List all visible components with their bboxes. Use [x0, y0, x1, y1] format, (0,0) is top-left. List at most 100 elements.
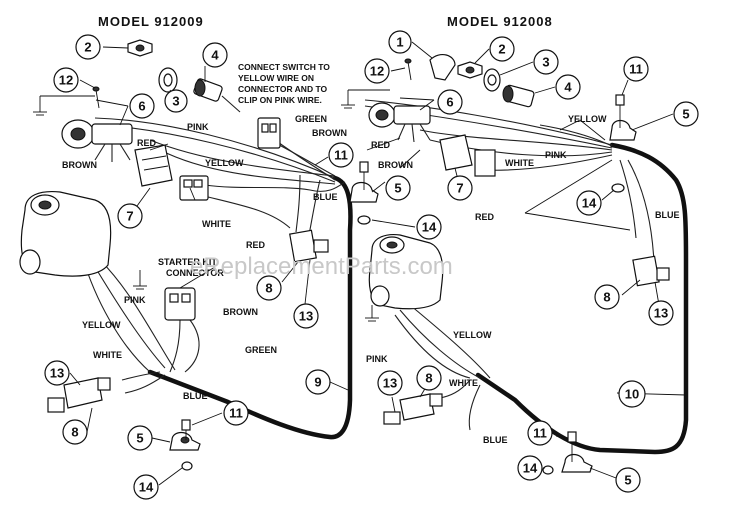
callout-5-left: 5: [127, 425, 153, 451]
switch-left: [193, 78, 241, 113]
callout-9: 9: [305, 369, 331, 395]
svg-text:10: 10: [625, 387, 639, 402]
callout-5-right-bottom: 5: [615, 467, 641, 493]
wire-label-white-left-bottom: WHITE: [93, 350, 122, 360]
note-line-2: YELLOW WIRE ON: [238, 73, 314, 83]
clamp-mid-right: [349, 161, 379, 225]
callout-14-left: 14: [133, 474, 159, 500]
callout-4-left: 4: [202, 42, 228, 68]
wire-label-blue-right-top: BLUE: [655, 210, 680, 220]
right-wires: [364, 99, 655, 431]
ground-symbol-right: [341, 89, 390, 109]
svg-text:11: 11: [533, 426, 547, 441]
wire-label-white-right-top: WHITE: [505, 158, 534, 168]
wire-label-blue-left-bottom: BLUE: [183, 391, 208, 401]
svg-text:13: 13: [50, 366, 64, 381]
svg-text:12: 12: [59, 73, 73, 88]
callout-13-right-top: 13: [648, 300, 674, 326]
svg-text:2: 2: [84, 40, 91, 55]
screw-right: [404, 58, 412, 81]
note-line-1: CONNECT SWITCH TO: [238, 62, 330, 72]
callout-8-right-top: 8: [594, 284, 620, 310]
callout-11-left-bottom: 11: [223, 400, 249, 426]
ground-symbol-left: [33, 95, 95, 116]
switch-right: [502, 84, 535, 108]
key-clip-right: [429, 53, 456, 81]
wire-label-yellow-left-top: YELLOW: [205, 158, 244, 168]
wire-label-green-left: GREEN: [295, 114, 327, 124]
wire-label-pink-left: PINK: [187, 122, 209, 132]
wire-label-yellow-right-top: YELLOW: [568, 114, 607, 124]
wire-label-brown-left-top: BROWN: [312, 128, 347, 138]
wire-label-blue-left-top: BLUE: [313, 192, 338, 202]
wire-label-green-left-bottom: GREEN: [245, 345, 277, 355]
connector-upper-left: [257, 117, 281, 149]
callout-13-left-bottom: 13: [44, 360, 70, 386]
wire-label-pink-right-bottom: PINK: [366, 354, 388, 364]
callout-10: 10: [618, 380, 646, 408]
wire-label-pink-left-bottom: PINK: [124, 295, 146, 305]
callout-12-left: 12: [53, 67, 79, 93]
starter-motor-left: [19, 190, 147, 290]
svg-text:8: 8: [603, 290, 610, 305]
callout-8-left-top: 8: [256, 275, 282, 301]
connector-middle-left: [179, 175, 209, 201]
clamp-upper-right: [609, 94, 637, 141]
svg-text:1: 1: [396, 35, 403, 50]
callout-11-left: 11: [328, 142, 354, 168]
svg-text:14: 14: [523, 461, 538, 476]
watermark: eReplacementParts.com: [190, 253, 453, 280]
wire-label-red-right: RED: [475, 212, 495, 222]
screw-left: [92, 86, 100, 109]
svg-text:6: 6: [138, 99, 145, 114]
washer-left: [158, 67, 178, 93]
callout-11-right: 11: [623, 56, 649, 82]
svg-text:11: 11: [629, 62, 643, 77]
svg-text:8: 8: [425, 371, 432, 386]
svg-text:8: 8: [265, 281, 272, 296]
svg-text:14: 14: [582, 196, 597, 211]
interlock-switch-upper-left: [289, 229, 329, 263]
svg-text:14: 14: [139, 480, 154, 495]
svg-text:3: 3: [542, 55, 549, 70]
callout-5-right-mid: 5: [385, 175, 411, 201]
callout-8-left-bottom: 8: [62, 419, 88, 445]
starter-kit-label-2: CONNECTOR: [166, 268, 224, 278]
svg-text:5: 5: [682, 107, 689, 122]
svg-text:12: 12: [370, 64, 384, 79]
leader-lines: [69, 41, 687, 486]
callout-7-left: 7: [117, 203, 143, 229]
wire-label-yellow-right-bottom: YELLOW: [453, 330, 492, 340]
callout-12-right: 12: [364, 58, 390, 84]
callouts: 2 4 3 12 6 11 7 8 13 9 13 8 5 11 14 1 2 …: [44, 30, 699, 500]
svg-text:11: 11: [334, 148, 348, 163]
svg-text:13: 13: [299, 309, 313, 324]
svg-text:3: 3: [172, 94, 179, 109]
nut-right: [457, 61, 483, 79]
callout-1: 1: [388, 30, 412, 54]
wire-label-red-right-top: RED: [371, 140, 391, 150]
callout-2-left: 2: [75, 34, 101, 60]
left-model-title: MODEL 912009: [98, 14, 204, 29]
svg-text:7: 7: [456, 181, 463, 196]
terminal-block-left: [134, 144, 173, 187]
callout-4-right: 4: [555, 74, 581, 100]
wire-label-red-left: RED: [246, 240, 266, 250]
callout-3-right: 3: [533, 49, 559, 75]
wire-label-brown-left-bottom: BROWN: [223, 307, 258, 317]
callout-2-right: 2: [489, 36, 515, 62]
callout-3-left: 3: [164, 89, 188, 113]
svg-text:13: 13: [654, 306, 668, 321]
svg-text:8: 8: [71, 425, 78, 440]
callout-5-right-top: 5: [673, 101, 699, 127]
wire-label-brown-left: BROWN: [62, 160, 97, 170]
ignition-switch-right: [368, 102, 431, 143]
cable-clamp-left: [169, 431, 201, 451]
wire-label-brown-right: BROWN: [378, 160, 413, 170]
screw-lower-left: [181, 419, 193, 471]
wire-label-white-left-top: WHITE: [202, 219, 231, 229]
callout-14-right-top: 14: [416, 214, 442, 240]
svg-text:5: 5: [136, 431, 143, 446]
right-harness-trunk: [475, 142, 689, 455]
